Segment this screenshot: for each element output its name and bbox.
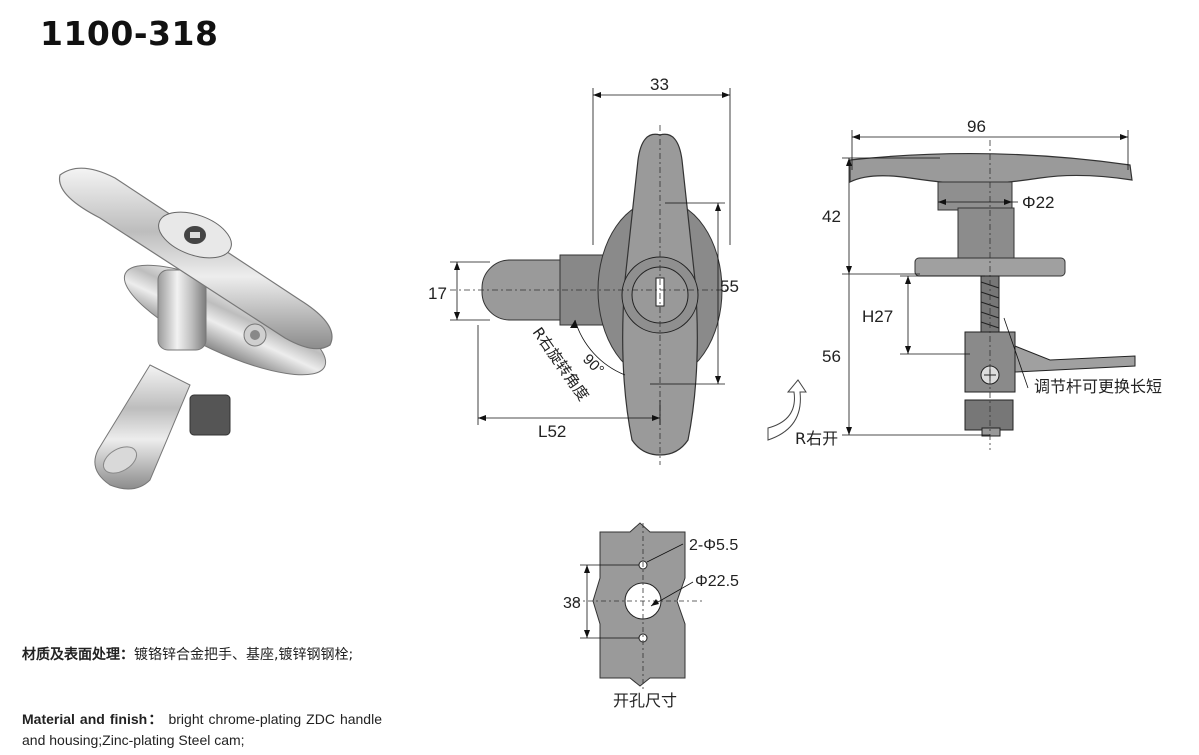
dim-cam-17: 17 [428,284,447,303]
open-direction-label: R右开 [795,429,838,448]
dim-width-33: 33 [650,75,669,94]
material-zh-label: 材质及表面处理： [22,647,134,663]
rod-note: 调节杆可更换长短 [1034,377,1162,396]
cutout-drawing: 2-Φ5.5 Φ22.5 38 开孔尺寸 [563,522,739,710]
dim-handle-42: 42 [822,207,841,226]
dim-body-diameter: Φ22 [1022,193,1054,212]
dim-handle-96: 96 [967,117,986,136]
side-handle [849,152,1133,185]
cutout-label: 开孔尺寸 [613,691,677,710]
dim-spacing: 38 [563,595,581,612]
material-chinese: 材质及表面处理：镀铬锌合金把手、基座,镀锌钢钢栓; [22,644,387,666]
rotation-angle: 90° [579,351,607,379]
dim-holes: 2-Φ5.5 [689,537,738,554]
model-number: 1100-318 [40,14,219,53]
dim-height-55: 55 [720,277,739,296]
material-english: Material and finish： bright chrome-plati… [22,709,382,751]
material-en-label: Material and finish： [22,711,164,727]
dim-cam-length: L52 [538,422,566,441]
open-direction-arrow [767,379,807,441]
side-view-drawing: 96 42 Φ22 H27 56 调节杆可更换长短 R右开 [767,117,1162,450]
dim-h27: H27 [862,307,893,326]
material-en-text: bright chrome-plating ZDC handle and hou… [22,711,382,748]
front-view-drawing: 33 55 17 L52 90° R右旋转角度 [428,75,739,465]
product-photo [58,167,333,490]
dim-total-56: 56 [822,347,841,366]
material-zh-text: 镀铬锌合金把手、基座,镀锌钢钢栓; [134,647,354,663]
dim-hole: Φ22.5 [695,573,739,590]
